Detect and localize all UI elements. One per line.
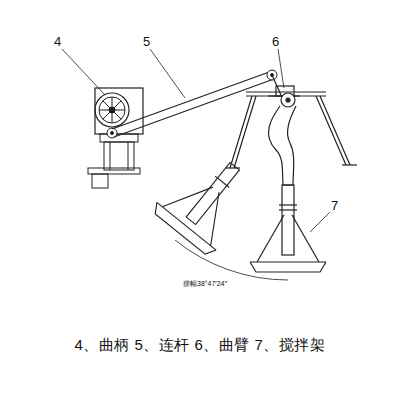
crank-unit	[88, 88, 143, 188]
support-frame	[225, 86, 357, 168]
wheel-spoke	[112, 110, 125, 111]
wheel-spoke	[112, 110, 113, 123]
swing-arc	[175, 240, 288, 280]
callout-number: 5	[143, 34, 150, 49]
callout-number: 4	[54, 34, 61, 49]
connecting-rod	[112, 70, 277, 137]
callout-number: 7	[331, 198, 338, 213]
wheel-spoke	[99, 110, 112, 111]
wheel-spoke	[112, 101, 121, 110]
stirring-frame	[250, 75, 326, 272]
wheel-spoke	[103, 110, 112, 119]
dimension-label: 摆幅38°47′24″	[182, 279, 228, 289]
wheel-spoke	[112, 97, 113, 110]
callout-number: 6	[272, 34, 279, 49]
figure-caption: 4、曲柄 5、连杆 6、曲臂 7、搅拌架	[75, 336, 326, 355]
swung-frame	[151, 142, 265, 257]
wheel-spoke	[112, 110, 121, 119]
leader-lines	[62, 49, 330, 232]
wheel-spoke	[103, 101, 112, 110]
